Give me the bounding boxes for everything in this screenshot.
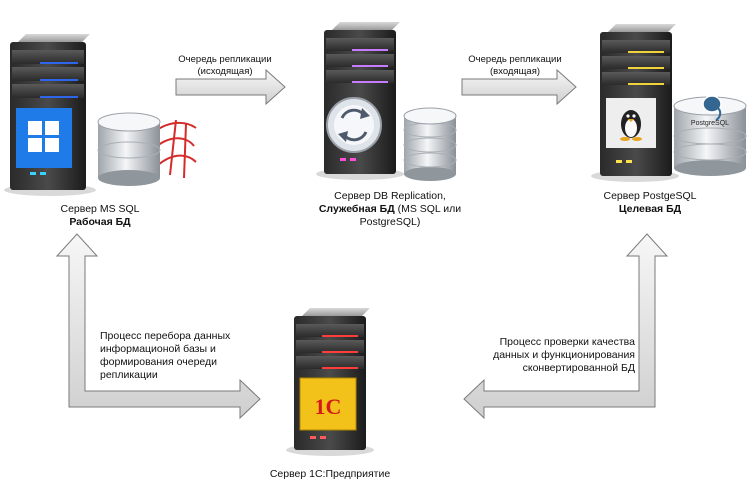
outgoing-queue-label: Очередь репликации (исходящая) bbox=[178, 54, 272, 77]
server-onec: 1С bbox=[286, 308, 374, 456]
arrow-incoming-queue bbox=[461, 68, 577, 106]
server-mssql bbox=[4, 34, 197, 196]
arrow-right-process bbox=[463, 233, 669, 420]
onec-logo-icon: 1С bbox=[299, 377, 357, 431]
mssql-server-label: Сервер MS SQL Рабочая БД bbox=[60, 203, 140, 228]
left-process-label: Процесс перебора данных информационой ба… bbox=[100, 330, 231, 381]
postgresql-elephant-icon bbox=[702, 95, 722, 121]
database-icon bbox=[97, 112, 161, 186]
postgres-server-label: Сервер PostgeSQL Целевая БД bbox=[603, 190, 697, 215]
database-stack-icon bbox=[403, 107, 457, 181]
incoming-queue-label: Очередь репликации (входящая) bbox=[468, 54, 562, 77]
server-replication bbox=[316, 22, 457, 181]
postgres-database-icon: PostgreSQL bbox=[673, 95, 747, 176]
onec-logo-text: 1С bbox=[315, 394, 342, 419]
replication-server-label: Сервер DB Replication, Служебная БД (MS … bbox=[318, 190, 462, 228]
postgresql-db-label: PostgreSQL bbox=[691, 120, 729, 127]
right-process-label: Процесс проверки качества данных и функц… bbox=[493, 336, 635, 374]
arrow-left-process bbox=[55, 233, 261, 420]
windows-icon bbox=[28, 121, 59, 152]
linux-tux-icon bbox=[620, 110, 642, 141]
server-postgres: PostgreSQL bbox=[591, 24, 747, 182]
replication-arrows-icon bbox=[326, 97, 382, 153]
onec-server-label: Сервер 1С:Предприятие bbox=[269, 468, 391, 480]
arrow-outgoing-queue bbox=[175, 68, 286, 106]
